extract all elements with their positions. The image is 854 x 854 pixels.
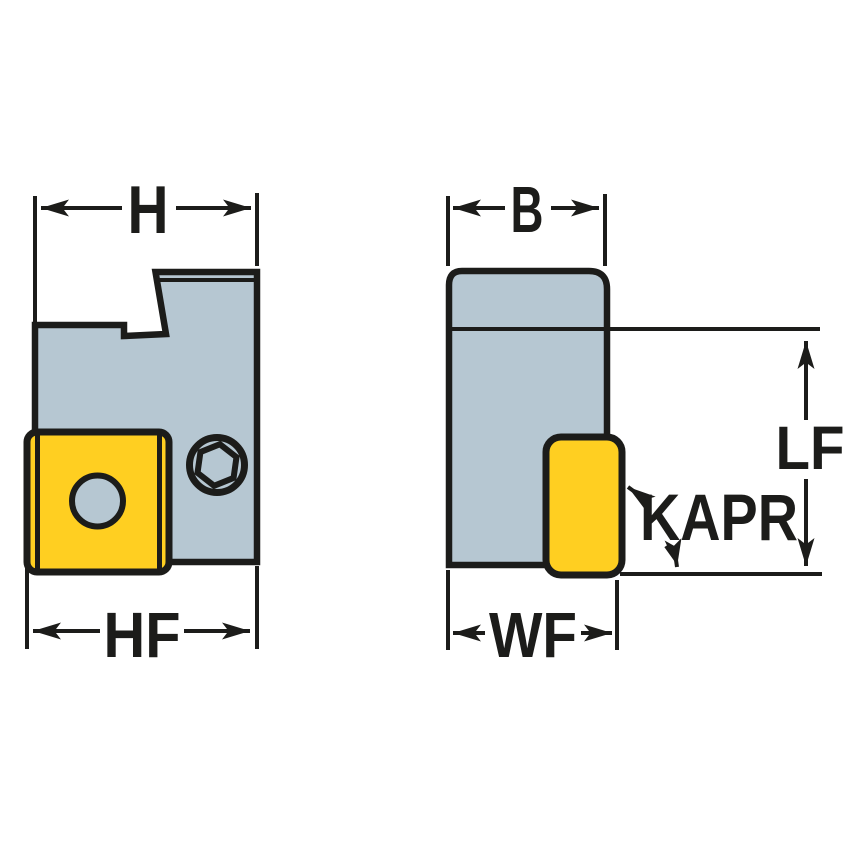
- angle-kapr: KAPR: [626, 480, 798, 568]
- dimension-wf: WF: [446, 570, 619, 671]
- front-view: H HF: [23, 172, 261, 671]
- insert-front-view: [23, 428, 173, 576]
- kapr-label: KAPR: [640, 480, 798, 554]
- clamp-screw-icon: [186, 434, 248, 496]
- kapr-leader-to-baseline: [664, 538, 682, 568]
- insert-side-view: [542, 433, 626, 579]
- h-label: H: [128, 172, 169, 248]
- wf-label: WF: [489, 599, 577, 671]
- dimension-hf: HF: [25, 566, 259, 671]
- dimension-lf: LF: [776, 341, 845, 566]
- hf-label: HF: [104, 599, 181, 671]
- dimension-h: H: [33, 172, 259, 322]
- dimension-b: B: [446, 173, 607, 266]
- hex-socket-icon: [194, 440, 240, 490]
- lf-label: LF: [776, 414, 845, 482]
- insert-center-hole: [69, 472, 126, 530]
- side-view: B WF LF KAPR: [445, 173, 845, 671]
- b-label: B: [511, 173, 544, 246]
- kapr-leader-to-insert-edge: [626, 485, 656, 511]
- screw-head-circle: [186, 434, 248, 496]
